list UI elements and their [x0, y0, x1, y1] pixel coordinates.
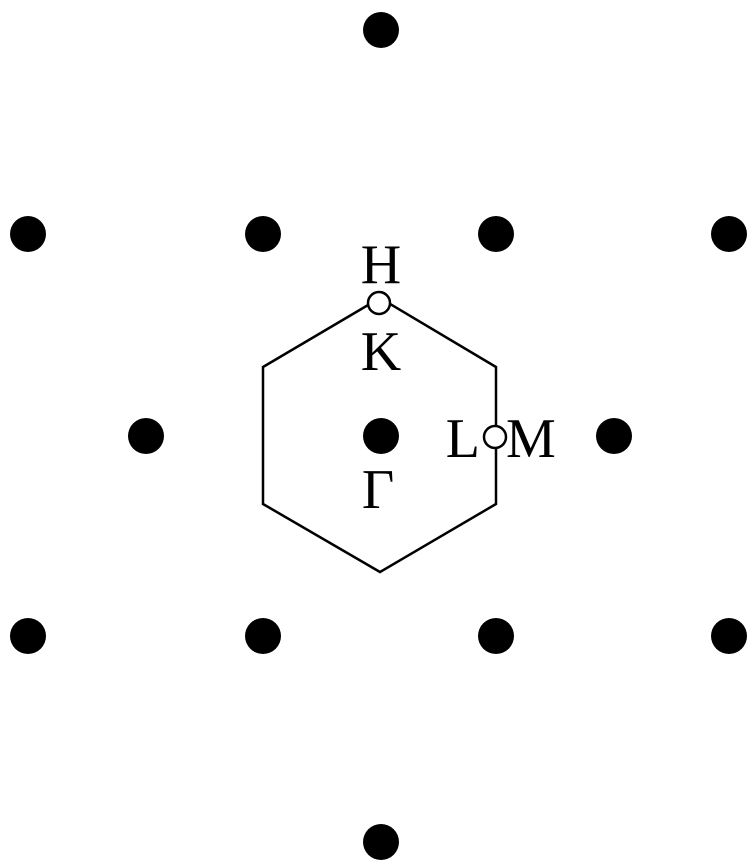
lattice-point	[128, 418, 164, 454]
lm-point-marker	[482, 424, 508, 450]
label-L: L	[446, 408, 480, 470]
lattice-point	[478, 216, 514, 252]
lattice-point	[711, 216, 747, 252]
label-H: H	[361, 234, 401, 296]
lattice-point	[363, 824, 399, 860]
label-M: M	[506, 408, 556, 470]
hexagon-outline	[261, 296, 498, 574]
lattice-point	[245, 216, 281, 252]
lattice-point	[596, 418, 632, 454]
lattice-point	[10, 618, 46, 654]
hk-point-marker	[366, 290, 392, 316]
label-K: K	[361, 321, 401, 383]
lattice-point	[245, 618, 281, 654]
label-gamma: Γ	[362, 459, 394, 521]
lattice-point	[711, 618, 747, 654]
lattice-point	[478, 618, 514, 654]
lattice-point	[10, 216, 46, 252]
gamma-point	[363, 418, 399, 454]
lattice-points	[10, 12, 747, 860]
lattice-point	[363, 12, 399, 48]
